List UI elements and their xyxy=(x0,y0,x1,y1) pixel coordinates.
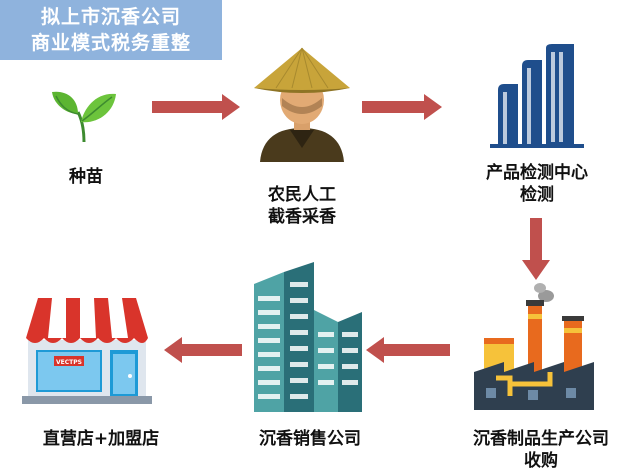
factory-label: 沉香制品生产公司 收购 xyxy=(473,429,609,471)
sales-company-icon xyxy=(254,262,362,412)
title-banner: 拟上市沉香公司 商业模式税务重整 xyxy=(0,0,222,60)
arrow-seedling-to-farmer xyxy=(152,94,240,120)
arrow-farmer-to-testing xyxy=(362,94,442,120)
store-sign-text: VECTPS xyxy=(56,359,82,366)
farmer-icon xyxy=(254,47,350,162)
store-icon: VECTPS xyxy=(22,298,152,404)
factory-icon xyxy=(474,283,594,410)
arrow-sales-to-store xyxy=(164,337,242,363)
arrow-testing-to-factory xyxy=(522,218,550,280)
store-label: 直营店+加盟店 xyxy=(42,429,160,449)
title-line-1: 拟上市沉香公司 xyxy=(40,6,181,28)
seedling-label: 种苗 xyxy=(69,167,103,187)
testing-center-icon xyxy=(490,44,584,148)
farmer-label: 农民人工 截香采香 xyxy=(268,185,336,227)
title-line-2: 商业模式税务重整 xyxy=(30,32,191,54)
arrow-factory-to-sales xyxy=(366,337,450,363)
sales-company-label: 沉香销售公司 xyxy=(259,429,361,449)
seedling-icon xyxy=(52,91,116,143)
testing-center-label: 产品检测中心 检测 xyxy=(486,163,588,205)
